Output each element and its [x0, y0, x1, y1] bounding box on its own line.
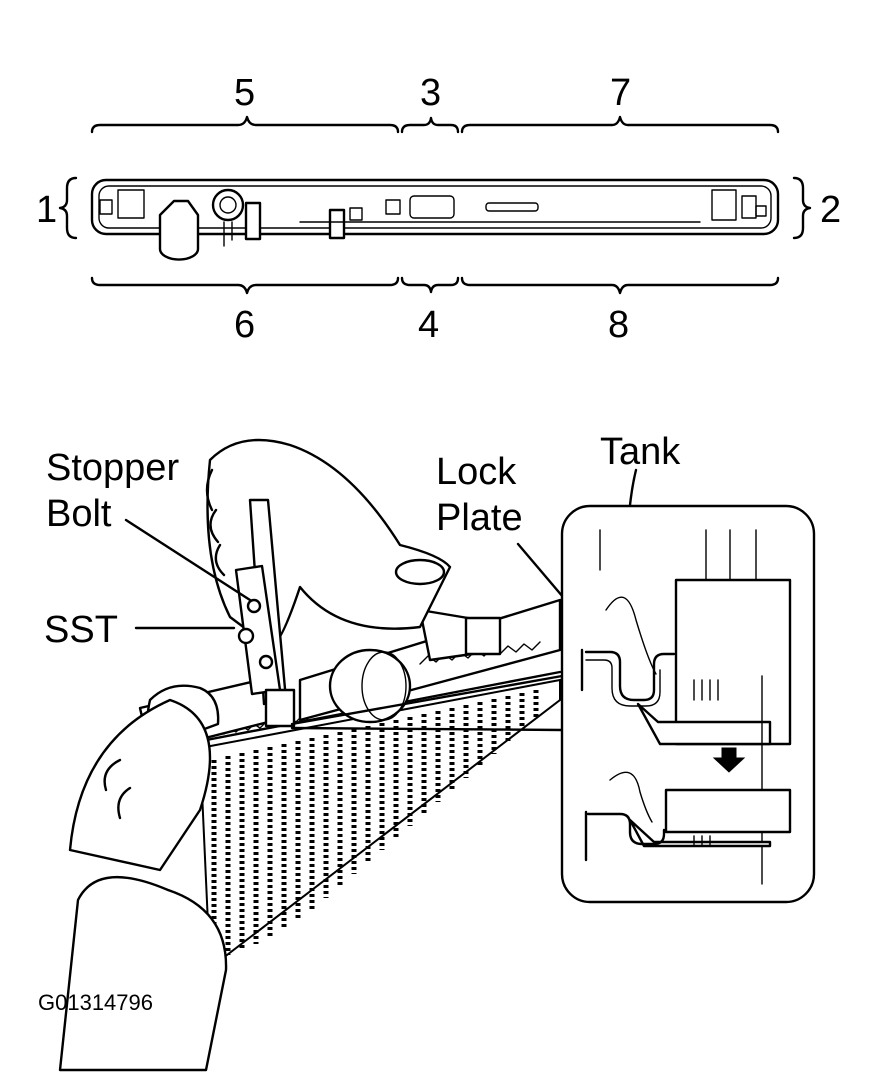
stopper-bolt-label-line1: Stopper	[46, 447, 179, 489]
lock-plate-label-line1: Lock	[436, 451, 517, 493]
stopper-bolt-label-line2: Bolt	[46, 493, 112, 535]
section-number-3: 3	[420, 72, 441, 114]
section-number-6: 6	[234, 304, 255, 346]
section-number-7: 7	[610, 72, 631, 114]
section-braces-top	[90, 115, 780, 134]
section-braces-sides	[58, 176, 812, 240]
section-number-4: 4	[418, 304, 439, 346]
lock-plate-detail-inset	[560, 504, 816, 904]
tank-label: Tank	[600, 431, 681, 473]
tank-top-view	[90, 178, 780, 261]
sst-label: SST	[44, 609, 118, 651]
lock-plate-label-line2: Plate	[436, 497, 523, 539]
figure-code: G01314796	[38, 990, 153, 1015]
radiator-core-illustration	[58, 438, 562, 1072]
radiator-fins	[211, 690, 539, 960]
down-arrow-icon	[712, 747, 746, 773]
section-number-2: 2	[820, 189, 841, 231]
section-number-5: 5	[234, 72, 255, 114]
section-number-8: 8	[608, 304, 629, 346]
section-braces-bottom	[90, 276, 780, 295]
section-number-1: 1	[36, 189, 57, 231]
